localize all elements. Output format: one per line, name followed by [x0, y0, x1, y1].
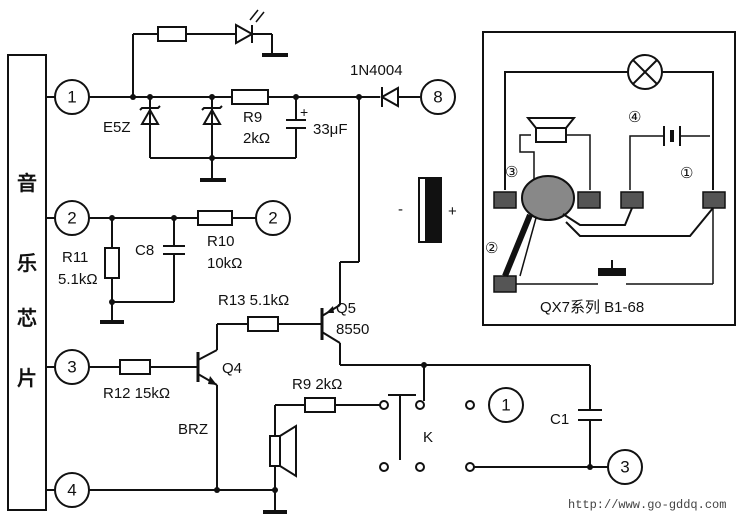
- chip-char-4: 片: [17, 366, 37, 390]
- pcb-contact-disc: [521, 175, 575, 221]
- resistor-r13: [247, 316, 279, 332]
- resistor-led: [157, 26, 187, 42]
- resistor-r12: [119, 359, 151, 375]
- label-c8: C8: [135, 242, 154, 259]
- music-chip-block: [7, 54, 47, 511]
- resistor-r10: [197, 210, 233, 226]
- inset-caption: QX7系列 B1-68: [540, 299, 644, 316]
- inset-speaker-icon: [525, 117, 577, 143]
- svg-text:2: 2: [67, 209, 76, 228]
- chip-char-1: 音: [17, 171, 37, 195]
- terminal-3-right: 3: [607, 449, 643, 485]
- battery-side-view: - +: [398, 177, 457, 243]
- zener-2: [201, 105, 223, 125]
- label-q4: Q4: [222, 360, 242, 377]
- resistor-r11: [104, 247, 120, 279]
- svg-text:3: 3: [67, 358, 76, 377]
- label-q5-type: 8550: [336, 321, 369, 338]
- chip-char-2: 乐: [17, 251, 37, 275]
- svg-text:+: +: [448, 203, 457, 220]
- resistor-r9-bottom: [304, 397, 336, 413]
- label-r10-value: 10kΩ: [207, 255, 242, 272]
- inset-battery-icon: [663, 126, 681, 146]
- label-r11-name: R11: [62, 249, 88, 266]
- transistor-q5: [320, 304, 341, 344]
- terminal-8: 8: [420, 79, 456, 115]
- label-33uf: 33μF: [313, 121, 348, 138]
- chip-char-3: 芯: [17, 306, 37, 330]
- svg-text:8: 8: [433, 88, 442, 107]
- switch-k: [379, 394, 475, 472]
- label-e5z: E5Z: [103, 119, 131, 136]
- callout-1: ①: [680, 165, 693, 182]
- transistor-q4: [196, 349, 218, 386]
- led-diode: [235, 9, 265, 45]
- label-switch-k: K: [423, 429, 433, 446]
- label-brz: BRZ: [178, 421, 208, 438]
- svg-text:4: 4: [67, 481, 76, 500]
- svg-text:1: 1: [501, 396, 510, 415]
- terminal-3: 3: [46, 349, 90, 385]
- label-r10-name: R10: [207, 233, 235, 250]
- label-r12: R12 15kΩ: [103, 385, 170, 402]
- terminal-4: 4: [46, 472, 90, 508]
- lamp-icon: [627, 54, 663, 90]
- zener-1: [139, 105, 161, 125]
- label-r9-top-name: R9: [243, 109, 262, 126]
- label-r9-top-value: 2kΩ: [243, 130, 270, 147]
- callout-2: ②: [485, 240, 498, 257]
- push-button-icon: [598, 260, 626, 276]
- svg-text:1: 1: [67, 88, 76, 107]
- pcb-pads: [493, 191, 726, 293]
- label-r13: R13 5.1kΩ: [218, 292, 289, 309]
- label-1n4004: 1N4004: [350, 62, 403, 79]
- terminal-1: 1: [46, 79, 90, 115]
- svg-text:-: -: [398, 201, 403, 218]
- label-r9-bottom: R9 2kΩ: [292, 376, 342, 393]
- svg-text:+: +: [300, 104, 308, 120]
- label-c1: C1: [550, 411, 569, 428]
- terminal-1-bottom: 1: [488, 387, 524, 423]
- inset-pcb-panel: [482, 31, 736, 326]
- svg-text:3: 3: [620, 458, 629, 477]
- label-q5-name: Q5: [336, 300, 356, 317]
- callout-3: ③: [505, 164, 518, 181]
- watermark-url: http://www.go-gddq.com: [568, 498, 726, 512]
- diode-1n4004: [379, 86, 399, 108]
- resistor-r9-top: [231, 89, 269, 105]
- callout-4: ④: [628, 109, 641, 126]
- terminal-2-right: 2: [255, 200, 291, 236]
- speaker-icon: [269, 424, 297, 478]
- label-r11-value: 5.1kΩ: [58, 271, 98, 288]
- svg-text:2: 2: [268, 209, 277, 228]
- terminal-2: 2: [46, 200, 90, 236]
